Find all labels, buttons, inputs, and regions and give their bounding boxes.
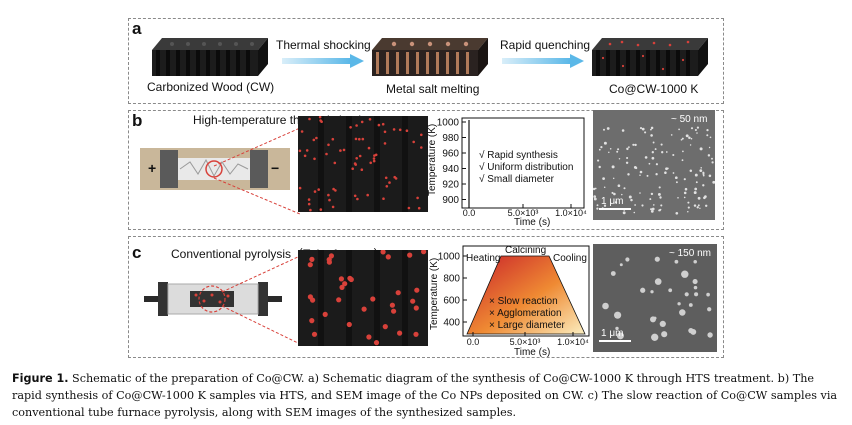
panel-b-label: b	[132, 111, 143, 130]
sem-b-size: ~ 50 nm	[671, 114, 708, 125]
chart-b-ytick-label: 980	[442, 133, 459, 144]
stage1-label: Carbonized Wood (CW)	[147, 80, 275, 94]
sem-b-scale: 1 μm	[601, 196, 624, 207]
tube-furnace-illustration	[144, 282, 282, 316]
panel-a	[128, 18, 724, 104]
chart-b-note-1: √ Rapid synthesis	[479, 149, 558, 161]
arrow-right-icon	[282, 54, 364, 68]
chart-c-xlabel: Time (s)	[514, 347, 550, 358]
stage3-label: Co@CW-1000 K	[609, 82, 699, 96]
panel-c	[128, 236, 724, 358]
zoom-lines	[213, 127, 301, 215]
wood-zoom-small-particles	[298, 116, 428, 212]
chart-b-note-2: √ Uniform distribution	[479, 161, 573, 173]
chart-c-note-3: × Large diameter	[489, 320, 566, 331]
minus-sign: −	[271, 160, 279, 176]
panel-b	[128, 110, 724, 230]
chart-c-note-2: × Agglomeration	[489, 308, 562, 319]
sem-c-size: ~ 150 nm	[669, 248, 711, 259]
chart-c-note-1: × Slow reaction	[489, 296, 558, 307]
chart-c-calcining: Calcining	[505, 245, 546, 256]
chart-c-ytick-label: 400	[443, 318, 460, 329]
chart-c-heating: Heating	[466, 253, 500, 264]
chart-b-xtick-label: 5.0×10³	[508, 208, 539, 218]
sem-c-scale: 1 μm	[601, 328, 624, 339]
chart-b-ytick-label: 960	[442, 149, 459, 160]
chart-c-ytick-label: 1000	[438, 252, 461, 263]
chart-c-ylabel: Temperature (K)	[429, 258, 440, 330]
chart-b-xtick-label: 0.0	[463, 208, 476, 218]
chart-b-ylabel: Temperature (K)	[427, 124, 438, 196]
step2-label: Rapid quenching	[500, 38, 591, 52]
chart-b-xtick-label: 1.0×10⁴	[555, 208, 587, 218]
chart-c-ytick-label: 600	[443, 296, 460, 307]
chart-c-ytick-label: 800	[443, 274, 460, 285]
zoom-lines	[221, 255, 301, 345]
hts-device-illustration: + −	[140, 148, 290, 190]
chart-b-xlabel: Time (s)	[514, 217, 550, 228]
panel-a-label: a	[132, 19, 142, 38]
chart-c-cooling: Cooling	[553, 253, 587, 264]
chart-b-note-3: √ Small diameter	[479, 173, 555, 185]
co-wood-block	[592, 38, 708, 76]
sem-image-hts: ~ 50 nm 1 μm	[593, 110, 715, 220]
step1-label: Thermal shocking	[276, 38, 371, 52]
caption-text: Schematic of the preparation of Co@CW. a…	[12, 372, 838, 419]
sem-image-pyrolysis: ~ 150 nm 1 μm	[593, 244, 717, 352]
chart-c-xtick-label: 5.0×10³	[510, 337, 541, 347]
chart-b-ytick-label: 920	[442, 180, 459, 191]
chart-b-ytick-label: 940	[442, 164, 459, 175]
figure-caption: Figure 1. Schematic of the preparation o…	[12, 370, 842, 421]
hts-temperature-chart: Temperature (K) 1000 980 960 940 920 900 0.0 5…	[427, 117, 587, 228]
chart-c-xtick-label: 1.0×10⁴	[557, 337, 589, 347]
panel-c-label: c	[132, 243, 142, 262]
pyrolysis-temperature-chart: Temperature (K) 1000 800 600 400 0.0 5.0×10³…	[429, 245, 590, 358]
arrow-right-icon	[502, 54, 584, 68]
chart-b-ytick-label: 900	[442, 195, 459, 206]
stage2-label: Metal salt melting	[386, 82, 480, 96]
plus-sign: +	[148, 160, 156, 176]
wood-zoom-large-particles	[298, 250, 428, 346]
caption-label: Figure 1.	[12, 372, 69, 385]
chart-c-temperature-profile	[466, 255, 586, 335]
metal-salt-wood-block	[372, 38, 488, 76]
chart-b-ytick-label: 1000	[437, 118, 460, 129]
chart-c-xtick-label: 0.0	[467, 337, 480, 347]
carbonized-wood-block	[152, 38, 268, 76]
